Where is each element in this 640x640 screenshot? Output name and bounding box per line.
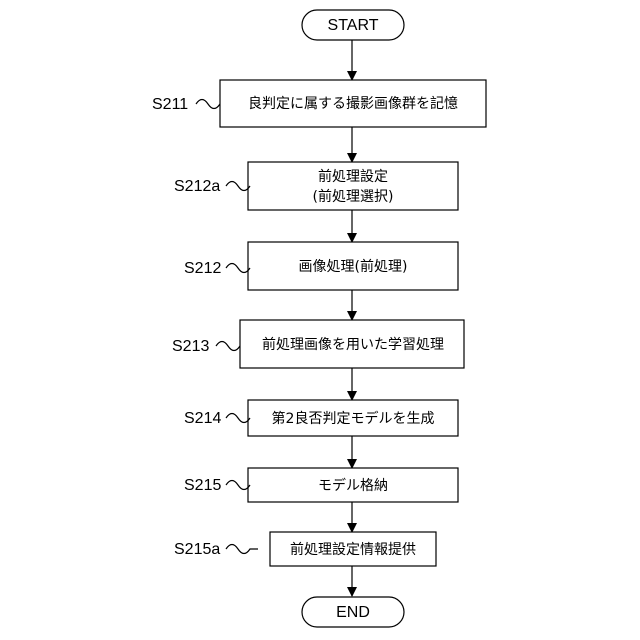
step-s212a-label: S212a [174,178,220,195]
step-s212: 画像処理(前処理) S212 [184,242,458,290]
start-label: START [328,17,379,34]
step-s212a-text-line1: 前処理設定 [318,168,388,185]
step-s215a: 前処理設定情報提供 S215a [174,532,436,566]
step-s214-leader [226,414,250,423]
end-terminal: END [302,597,404,627]
step-s214-label: S214 [184,410,221,427]
step-s215: モデル格納 S215 [184,468,458,502]
step-s213-label: S213 [172,338,209,355]
step-s214-text: 第2良否判定モデルを生成 [272,410,435,427]
step-s212a-text-line2: (前処理選択) [313,188,394,205]
start-terminal: START [302,10,404,40]
step-s212a-leader [226,182,250,191]
end-label: END [336,604,370,621]
step-s211-leader [196,100,220,109]
step-s215-text: モデル格納 [318,477,388,494]
step-s212-leader [226,264,250,273]
step-s212-text: 画像処理(前処理) [299,258,408,275]
step-s215-leader [226,481,250,490]
step-s211-label: S211 [152,96,188,113]
step-s215-label: S215 [184,477,221,494]
step-s211: 良判定に属する撮影画像群を記憶 S211 [152,80,486,127]
step-s215a-leader [226,545,258,554]
step-s213-text: 前処理画像を用いた学習処理 [262,336,444,353]
step-s212-label: S212 [184,260,221,277]
step-s213-leader [216,342,240,351]
step-s213: 前処理画像を用いた学習処理 S213 [172,320,464,368]
step-s215a-label: S215a [174,541,220,558]
step-s211-text: 良判定に属する撮影画像群を記憶 [248,95,458,112]
step-s215a-text: 前処理設定情報提供 [290,541,416,558]
step-s214: 第2良否判定モデルを生成 S214 [184,400,458,436]
step-s212a: 前処理設定 (前処理選択) S212a [174,162,458,210]
